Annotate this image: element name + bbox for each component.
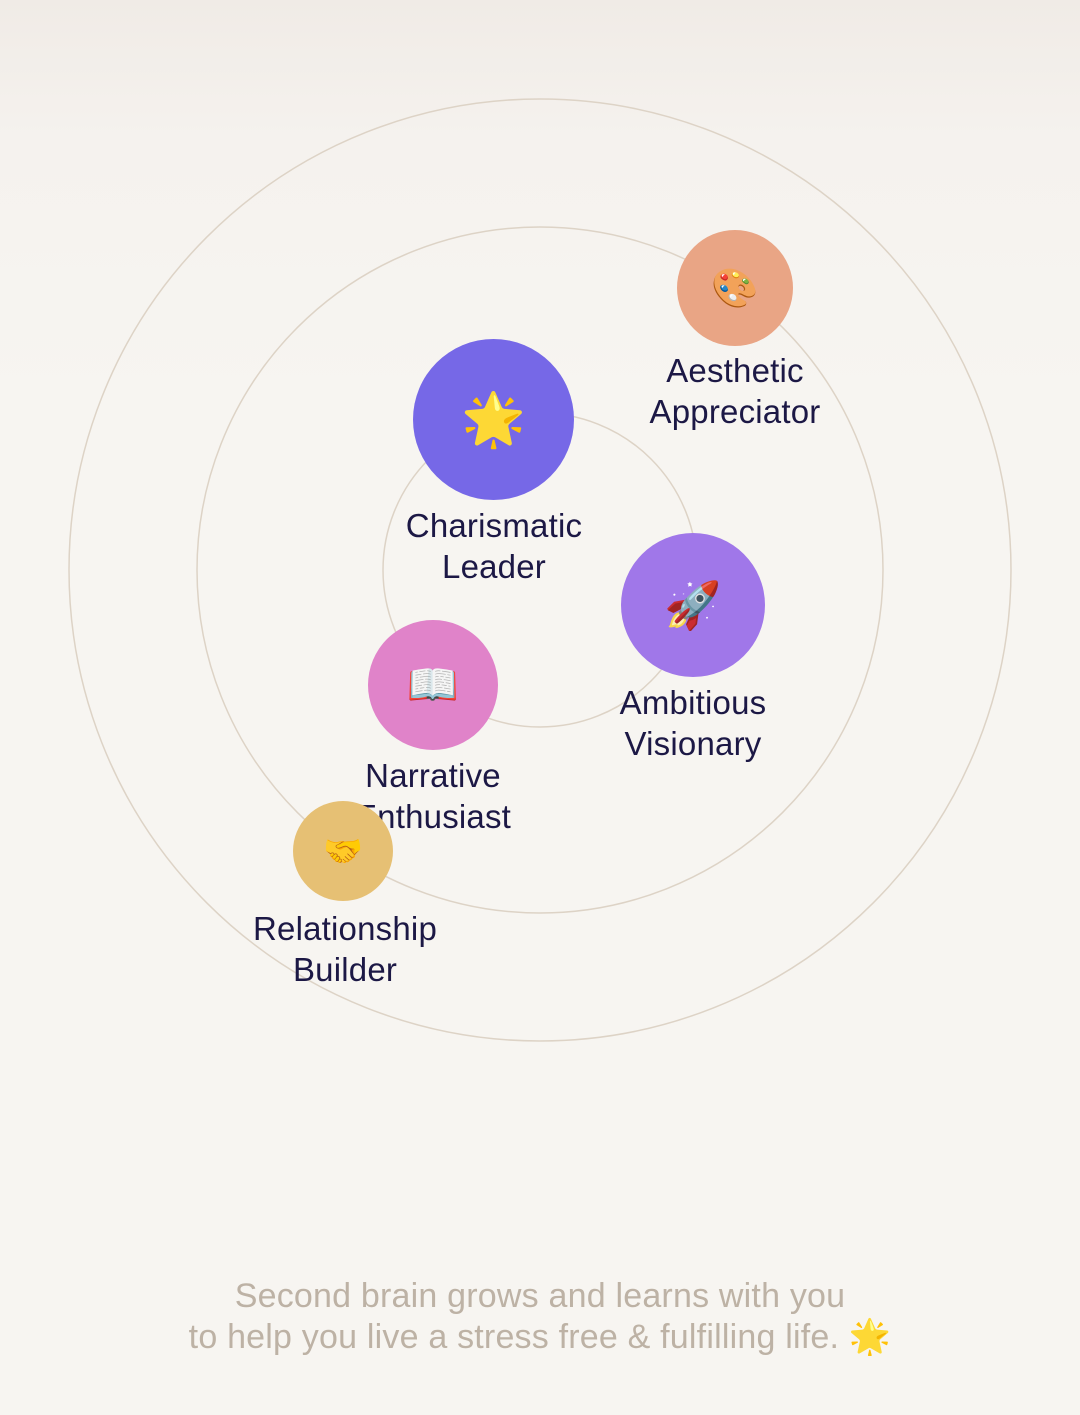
orbit-ring-middle — [196, 226, 884, 914]
handshake-icon: 🤝 — [323, 832, 363, 870]
trait-label-relationship-builder: Relationship Builder — [252, 910, 437, 988]
tagline-line-2-row: to help you live a stress free & fulfill… — [0, 1317, 1080, 1358]
trait-label-charismatic-leader: Charismatic Leader — [405, 507, 583, 585]
palette-icon: 🎨 — [711, 266, 759, 310]
open-book-icon: 📖 — [406, 660, 460, 709]
trait-node-aesthetic-appreciator[interactable]: 🎨 — [677, 230, 793, 346]
trait-node-narrative-enthusiast[interactable]: 📖 — [368, 620, 498, 750]
trait-node-relationship-builder[interactable]: 🤝 — [293, 801, 393, 901]
tagline-line-1: Second brain grows and learns with you — [234, 1277, 846, 1315]
rocket-icon: 🚀 — [664, 578, 722, 632]
trait-node-ambitious-visionary[interactable]: 🚀 — [621, 533, 765, 677]
trait-label-ambitious-visionary: Ambitious Visionary — [619, 684, 767, 762]
orbit-ring-outer — [68, 98, 1012, 1042]
tagline-line-2: to help you live a stress free & fulfill… — [188, 1318, 840, 1356]
glowing-star-icon: 🌟 — [848, 1317, 892, 1357]
tagline: Second brain grows and learns with you t… — [0, 1276, 1080, 1358]
glowing-star-icon: 🌟 — [461, 389, 526, 450]
trait-label-narrative-enthusiast: Narrative Enthusiast — [354, 757, 512, 835]
trait-label-aesthetic-appreciator: Aesthetic Appreciator — [649, 352, 821, 430]
trait-node-charismatic-leader[interactable]: 🌟 — [413, 339, 574, 500]
